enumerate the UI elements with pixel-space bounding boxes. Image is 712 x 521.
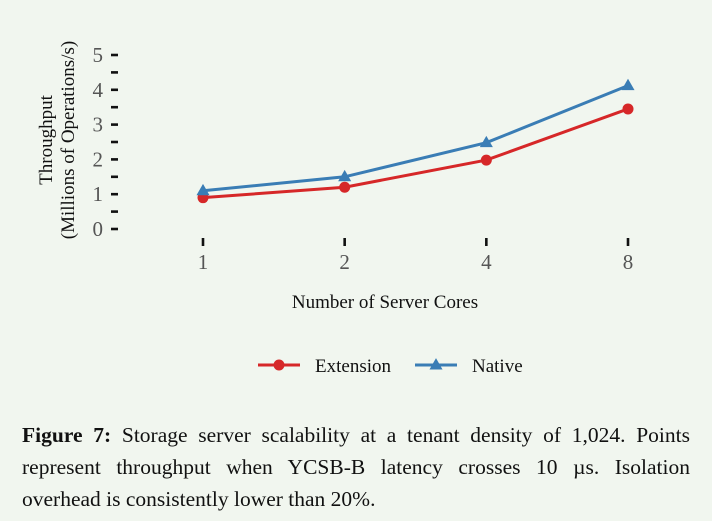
figure-caption: Figure 7: Storage server scalability at … [22, 419, 690, 515]
x-tick-label: 8 [623, 250, 634, 274]
y-tick-label: 2 [93, 147, 104, 171]
legend-item-extension: Extension [258, 356, 391, 377]
y-axis: 0 1 2 3 4 5 [93, 43, 118, 241]
legend-label: Extension [315, 356, 391, 377]
data-point [621, 78, 635, 91]
series-extension [197, 103, 634, 204]
data-point [480, 154, 492, 166]
x-axis-title: Number of Server Cores [292, 292, 478, 313]
legend-label: Native [472, 356, 523, 377]
legend-marker [429, 358, 443, 370]
caption-text: Storage server scalability at a tenant d… [22, 423, 690, 511]
x-tick-label: 1 [198, 250, 209, 274]
legend-item-native: Native [415, 356, 523, 377]
y-tick-label: 3 [93, 113, 104, 137]
legend: Extension Native [258, 356, 523, 377]
y-axis-title-line1: Throughput [36, 94, 57, 184]
series-line [202, 84, 629, 193]
y-tick-label: 5 [93, 43, 104, 67]
x-axis: 1 2 4 8 [198, 238, 634, 274]
data-point [622, 103, 634, 115]
chart: 0 1 2 3 4 5 1 2 4 8 Throughput (Millions of Oper… [36, 41, 635, 377]
data-point [479, 135, 493, 148]
series-native [196, 78, 635, 196]
y-tick-label: 0 [93, 217, 104, 241]
x-tick-label: 4 [481, 250, 492, 274]
y-tick-label: 1 [93, 182, 104, 206]
y-tick-label: 4 [93, 78, 104, 102]
series-line [202, 107, 629, 200]
series-layer [196, 78, 635, 204]
data-point [196, 183, 210, 196]
caption-label: Figure 7: [22, 423, 112, 447]
x-tick-label: 2 [339, 250, 350, 274]
y-axis-title-line2: (Millions of Operations/s) [58, 41, 79, 239]
legend-marker [273, 359, 285, 371]
data-point [339, 181, 351, 193]
data-point [338, 169, 352, 182]
